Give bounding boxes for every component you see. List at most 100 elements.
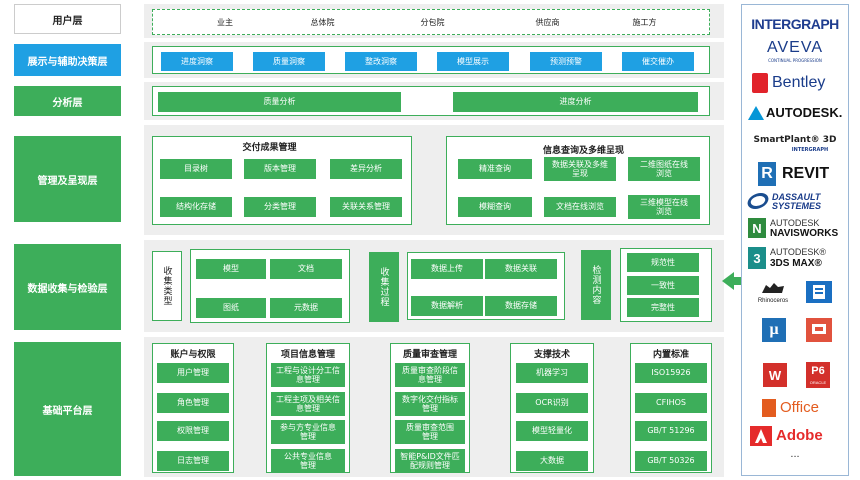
standard-iso15926[interactable]: ISO15926 xyxy=(635,363,707,383)
platform-tech-lightweight[interactable]: 模型轻量化 xyxy=(516,421,588,441)
p6-icon xyxy=(806,362,830,388)
layer-label-display: 展示与辅助决策层 xyxy=(14,44,121,76)
intergraph-logo: INTERGRAPH xyxy=(751,16,839,32)
delivery-structured-storage[interactable]: 结构化存储 xyxy=(160,197,232,217)
collection-type-metadata[interactable]: 元数据 xyxy=(270,298,342,318)
platform-user-mgmt[interactable]: 用户管理 xyxy=(157,363,229,383)
platform-account-title: 账户与权限 xyxy=(170,349,216,360)
platform-project-title: 项目信息管理 xyxy=(280,349,335,360)
info-2d-drawing[interactable]: 二维图纸在线浏览 xyxy=(628,157,700,181)
display-progress[interactable]: 进度洞察 xyxy=(161,52,233,71)
navisworks-logo-1: AUTODESK xyxy=(770,218,820,228)
platform-tech-ml[interactable]: 机器学习 xyxy=(516,363,588,383)
platform-quality-item-4[interactable]: 智能P&ID文件匹配规则管理 xyxy=(395,449,465,473)
collection-type-model[interactable]: 模型 xyxy=(196,259,266,279)
delivery-management-title: 交付成果管理 xyxy=(242,142,297,153)
display-quality[interactable]: 质量洞察 xyxy=(253,52,325,71)
mathcad-icon: μ xyxy=(762,318,786,342)
bentley-logo: Bentley xyxy=(772,74,826,91)
user-general-institute: 总体院 xyxy=(310,17,335,27)
process-upload[interactable]: 数据上传 xyxy=(411,259,483,279)
display-forecast[interactable]: 预测预警 xyxy=(530,52,602,71)
collection-type-label-box xyxy=(152,251,182,321)
platform-tech-bigdata[interactable]: 大数据 xyxy=(516,451,588,471)
standard-gbt50326[interactable]: GB/T 50326 xyxy=(635,451,707,471)
check-label-box xyxy=(581,250,611,320)
standard-cfihos[interactable]: CFIHOS xyxy=(635,393,707,413)
office-logo: Office xyxy=(780,399,819,416)
delivery-diff[interactable]: 差异分析 xyxy=(330,159,402,179)
vendor-more: ... xyxy=(790,448,800,460)
standard-gbt51296[interactable]: GB/T 51296 xyxy=(635,421,707,441)
3dsmax-logo-1: AUTODESK® xyxy=(770,247,826,257)
platform-standards-title: 内置标准 xyxy=(652,349,689,360)
platform-project-item-2[interactable]: 工程主项及相关信息管理 xyxy=(271,392,345,416)
pdf-tool-icon xyxy=(806,281,832,303)
check-normative[interactable]: 规范性 xyxy=(627,253,699,272)
delivery-catalog-tree[interactable]: 目录树 xyxy=(160,159,232,179)
delivery-classification[interactable]: 分类管理 xyxy=(244,197,316,217)
delivery-version[interactable]: 版本管理 xyxy=(244,159,316,179)
user-contractor: 施工方 xyxy=(632,17,657,27)
adobe-logo: Adobe xyxy=(776,427,823,444)
rhino-logo: Rhinoceros xyxy=(757,298,789,304)
autodesk-icon xyxy=(748,106,764,120)
info-exact-query[interactable]: 精准查询 xyxy=(458,159,532,179)
process-parse[interactable]: 数据解析 xyxy=(411,296,483,316)
display-model[interactable]: 模型展示 xyxy=(437,52,509,71)
platform-quality-item-3[interactable]: 质量审查范围管理 xyxy=(395,420,465,444)
arrow-left-icon xyxy=(722,272,741,290)
platform-tech-ocr[interactable]: OCR识别 xyxy=(516,393,588,413)
user-layer-box xyxy=(152,9,710,35)
platform-log-mgmt[interactable]: 日志管理 xyxy=(157,451,229,471)
info-3d-model[interactable]: 三维模型在线浏览 xyxy=(628,195,700,219)
platform-role-mgmt[interactable]: 角色管理 xyxy=(157,393,229,413)
info-data-relation[interactable]: 数据关联及多维呈现 xyxy=(544,157,616,181)
p6-sub: ORACLE xyxy=(809,379,827,385)
display-rectify[interactable]: 整改洞察 xyxy=(345,52,417,71)
collection-type-document[interactable]: 文档 xyxy=(270,259,342,279)
3dsmax-icon: 3 xyxy=(748,247,766,269)
analysis-progress[interactable]: 进度分析 xyxy=(453,92,698,112)
user-sub-institute: 分包院 xyxy=(420,17,445,27)
check-label: 检测内容 xyxy=(590,265,601,305)
delivery-relation[interactable]: 关联关系管理 xyxy=(330,197,402,217)
layer-label-collection: 数据收集与检验层 xyxy=(14,244,121,330)
platform-quality-title: 质量审查管理 xyxy=(402,349,457,360)
platform-tech-title: 支撑技术 xyxy=(533,349,570,360)
display-urge[interactable]: 催交催办 xyxy=(622,52,694,71)
office-icon xyxy=(762,399,776,417)
user-supplier: 供应商 xyxy=(535,17,560,27)
3dsmax-logo-2: 3DS MAX® xyxy=(770,258,822,269)
smartplant-logo: SmartPlant® 3D xyxy=(753,135,837,145)
check-consistency[interactable]: 一致性 xyxy=(627,276,699,295)
platform-project-item-3[interactable]: 参与方专业信息管理 xyxy=(271,420,345,444)
wps-icon: W xyxy=(763,363,787,387)
platform-project-item-4[interactable]: 公共专业信息管理 xyxy=(271,449,345,473)
analysis-quality[interactable]: 质量分析 xyxy=(158,92,401,112)
navisworks-icon: N xyxy=(748,218,766,238)
platform-quality-item-2[interactable]: 数字化交付指标管理 xyxy=(395,392,465,416)
rhino-icon xyxy=(760,281,786,297)
check-completeness[interactable]: 完整性 xyxy=(627,298,699,317)
revit-icon: R xyxy=(758,162,776,186)
layer-label-platform: 基础平台层 xyxy=(14,342,121,476)
platform-project-item-1[interactable]: 工程与设计分工信息管理 xyxy=(271,363,345,387)
p6-label: P6 xyxy=(811,365,825,377)
aveva-tagline: CONTINUAL PROGRESSION xyxy=(768,57,822,63)
navisworks-logo-2: NAVISWORKS xyxy=(770,228,839,239)
dassault-logo-2: SYSTEMES xyxy=(772,201,822,211)
process-store[interactable]: 数据存储 xyxy=(485,296,557,316)
adobe-icon xyxy=(750,426,772,446)
smartplant-sub: INTERGRAPH xyxy=(791,147,829,153)
info-fuzzy-query[interactable]: 模糊查询 xyxy=(458,197,532,217)
platform-permission-mgmt[interactable]: 权限管理 xyxy=(157,421,229,441)
bentley-icon xyxy=(752,73,768,93)
collection-type-drawing[interactable]: 图纸 xyxy=(196,298,266,318)
layer-label-user: 用户层 xyxy=(14,4,121,34)
layer-label-analysis: 分析层 xyxy=(14,86,121,116)
info-query-title: 信息查询及多维呈现 xyxy=(542,145,624,156)
process-relate[interactable]: 数据关联 xyxy=(485,259,557,279)
info-doc-browse[interactable]: 文档在线浏览 xyxy=(544,197,616,217)
platform-quality-item-1[interactable]: 质量审查阶段信息管理 xyxy=(395,363,465,387)
